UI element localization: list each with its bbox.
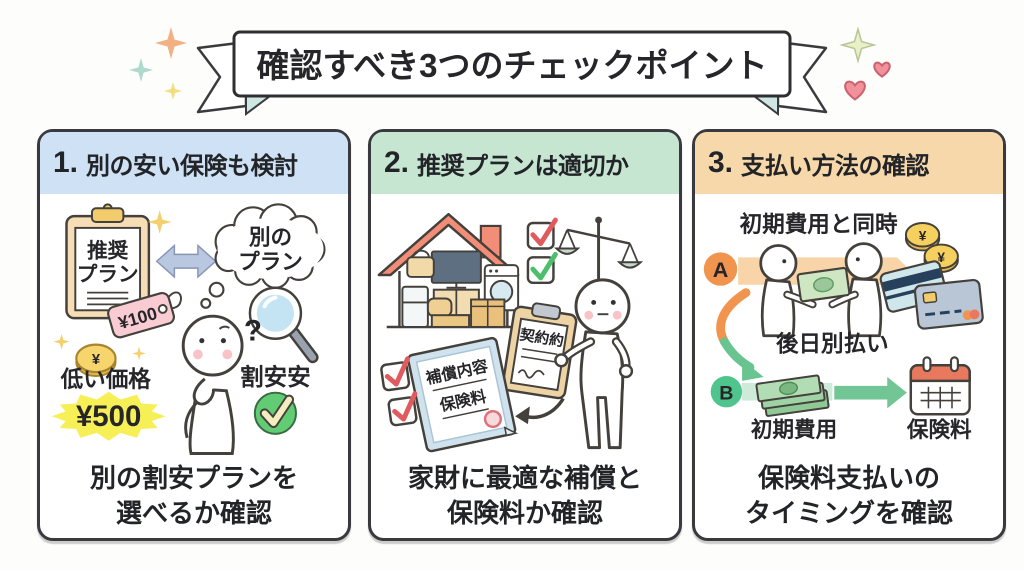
svg-text:B: B — [719, 383, 733, 405]
sparkle-icon — [147, 210, 172, 234]
checkbox-green-icon — [526, 251, 558, 285]
panel2-heading: 推奨プランは適切か — [417, 152, 629, 180]
flow-arrow-icon — [716, 288, 764, 381]
initial-cost-label: 初期費用 — [751, 417, 837, 442]
badge-a: A — [703, 252, 738, 286]
panel1-caption: 別の割安プランを 選べるか確認 — [89, 463, 298, 528]
sparkle-icon — [839, 26, 877, 64]
option-a-label: 初期費用と同時 — [740, 211, 898, 237]
sparkle-icon — [129, 58, 153, 82]
svg-text:¥: ¥ — [937, 250, 945, 265]
sparkle-icon — [155, 27, 187, 59]
svg-text:別の: 別の — [249, 225, 292, 250]
highlight-price: ¥500 — [76, 400, 141, 433]
bargain-label: 割安安 — [240, 363, 311, 390]
check-circle-icon — [253, 391, 297, 435]
recommended-plan-clipboard-icon: 推奨 プラン — [65, 203, 151, 320]
svg-text:¥: ¥ — [919, 229, 927, 244]
panel1-number: 1. — [53, 146, 79, 179]
compare-arrow-icon — [155, 243, 217, 279]
panel1-illustration: 推奨 プラン 別の プラン — [51, 203, 326, 455]
panel2-number: 2. — [384, 146, 410, 179]
premium-label: 保険料 — [906, 417, 972, 442]
calendar-icon — [909, 356, 971, 416]
svg-text:推奨: 推奨 — [87, 238, 129, 262]
banknote-stack-icon — [755, 374, 830, 417]
price-tag-icon: ¥100 — [107, 291, 182, 339]
ribbon-fold-right — [751, 95, 779, 116]
highlight-starburst — [51, 391, 166, 441]
panel-plan-suitability: 2. 推奨プランは適切か — [368, 129, 682, 541]
ribbon-band — [232, 30, 792, 98]
armchair-icon — [426, 297, 453, 318]
sparkle-icon — [53, 333, 70, 350]
panel3-illustration: 初期費用と同時 ¥ ¥ A — [703, 211, 984, 442]
curve-arrow-icon — [515, 397, 565, 425]
panel1-header: 1. 別の安い保険も検討 — [40, 132, 348, 194]
panel3-header: 3. 支払い方法の確認 — [695, 132, 1003, 194]
payer-person — [759, 244, 817, 338]
coin-icon: ¥ — [75, 343, 117, 377]
svg-text:A: A — [713, 257, 729, 282]
checkbox-red-icon — [387, 391, 418, 427]
stamp-icon — [483, 409, 502, 429]
title-ribbon — [190, 22, 834, 118]
other-plan-thought-bubble: 別の プラン — [200, 203, 326, 309]
banknote-icon — [796, 266, 851, 303]
option-b-label: 後日別払い — [776, 330, 889, 356]
person-holding-contract — [574, 278, 631, 450]
fridge-icon — [401, 285, 429, 328]
decor-right — [839, 26, 891, 101]
svg-text:プラン: プラン — [238, 249, 303, 274]
cardboard-box-icon — [470, 298, 506, 328]
magnifier-icon — [248, 286, 319, 364]
panel3-heading: 支払い方法の確認 — [741, 152, 930, 180]
bag-icon — [406, 249, 435, 278]
tv-icon — [430, 250, 482, 289]
heart-icon — [873, 61, 891, 78]
right-arrow-icon — [834, 376, 907, 409]
sparkle-icon — [164, 82, 182, 100]
badge-b: B — [710, 376, 743, 408]
page-title: 確認すべき3つのチェックポイント — [256, 47, 768, 84]
panel2-caption: 家財に最適な補償と 保険料か確認 — [407, 463, 642, 528]
panel-cheaper-insurance: 1. 別の安い保険も検討 推奨 プラン — [37, 129, 351, 541]
heart-icon — [844, 80, 866, 101]
question-mark: ? — [244, 315, 262, 348]
panel2-header: 2. 推奨プランは適切か — [371, 132, 679, 194]
svg-text:¥: ¥ — [92, 352, 101, 368]
panel3-caption: 保険料支払いの タイミングを確認 — [744, 463, 953, 528]
checkbox-red-icon — [526, 217, 558, 250]
household-goods — [401, 249, 520, 328]
sparkle-icon — [132, 346, 146, 361]
thinking-person — [181, 314, 244, 455]
person-arms — [554, 337, 634, 379]
panel1-heading: 別の安い保険も検討 — [86, 152, 298, 180]
panel2-illustration: 契約約 補償内容 保険料 — [377, 212, 644, 453]
ribbon-banner-graphic — [196, 30, 828, 116]
decor-left — [129, 27, 187, 100]
coverage-document-icon: 補償内容 保険料 — [407, 336, 519, 453]
panel3-number: 3. — [708, 146, 734, 179]
coins-icon: ¥ ¥ — [904, 222, 959, 274]
svg-text:プラン: プラン — [77, 263, 139, 286]
ribbon-fold-left — [245, 95, 273, 116]
contract-clipboard-icon: 契約約 — [501, 302, 578, 400]
credit-card-front-icon — [913, 278, 984, 330]
drawer-icon — [430, 314, 471, 328]
receiver-person — [828, 242, 883, 338]
checkbox-red-icon — [380, 356, 411, 392]
panel-payment-method: 3. 支払い方法の確認 初期費用と同時 ¥ ¥ A — [692, 129, 1006, 541]
low-price-label: 低い価格 — [60, 366, 152, 392]
